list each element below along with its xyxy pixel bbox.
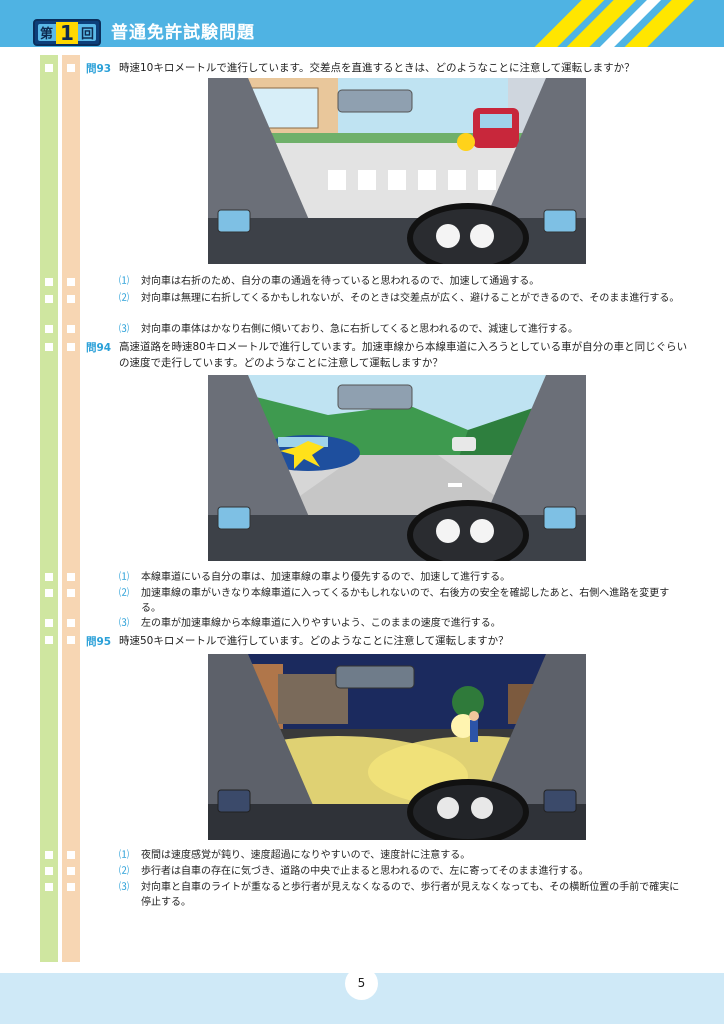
check-box[interactable]	[45, 295, 53, 303]
answer-option: ⑵加速車線の車がいきなり本線車道に入ってくるかもしれないので、右後方の安全を確認…	[119, 588, 670, 614]
check-column-2	[62, 55, 80, 962]
answer-option: ⑴夜間は速度感覚が鈍り、速度超過になりやすいので、速度計に注意する。	[119, 850, 471, 861]
check-box[interactable]	[67, 883, 75, 891]
check-box[interactable]	[67, 851, 75, 859]
scene-intersection-illustration	[208, 78, 586, 264]
question-label: 問95	[86, 636, 112, 648]
question-text: 時速10キロメートルで進行しています。交差点を直進するときは、どのようなことに注…	[119, 62, 635, 74]
check-box[interactable]	[67, 573, 75, 581]
check-box[interactable]	[45, 343, 53, 351]
answer-option: ⑶対向車と自車のライトが重なると歩行者が見えなくなるので、歩行者が見えなくなって…	[119, 882, 680, 908]
check-box[interactable]	[45, 325, 53, 333]
check-column-1	[40, 55, 58, 962]
page-number: 5	[345, 967, 378, 1000]
badge-number: 1	[56, 21, 78, 44]
check-box[interactable]	[67, 295, 75, 303]
answer-option: ⑶対向車の車体はかなり右側に傾いており、急に右折してくると思われるので、減速して…	[119, 324, 578, 335]
check-box[interactable]	[67, 867, 75, 875]
scene-intersection-image	[208, 78, 586, 264]
check-box[interactable]	[45, 867, 53, 875]
check-box[interactable]	[45, 636, 53, 644]
answer-option: ⑴本線車道にいる自分の車は、加速車線の車より優先するので、加速して進行する。	[119, 572, 511, 583]
answer-option: ⑵歩行者は自車の存在に気づき、道路の中央で止まると思われるので、左に寄ってそのま…	[119, 866, 589, 877]
answer-option: ⑴対向車は右折のため、自分の車の通過を待っていると思われるので、加速して通過する…	[119, 276, 540, 287]
scene-night-illustration	[208, 654, 586, 840]
check-box[interactable]	[67, 64, 75, 72]
check-box[interactable]	[67, 589, 75, 597]
question-text: 時速50キロメートルで進行しています。どのようなことに注意して運転しますか？	[119, 635, 509, 647]
answer-option: ⑶左の車が加速車線から本線車道に入りやすいよう、このままの速度で進行する。	[119, 618, 501, 629]
check-box[interactable]	[45, 278, 53, 286]
check-box[interactable]	[45, 619, 53, 627]
check-box[interactable]	[45, 851, 53, 859]
badge-prefix: 第	[40, 27, 54, 42]
check-box[interactable]	[67, 278, 75, 286]
check-box[interactable]	[67, 343, 75, 351]
badge-suffix: 回	[80, 27, 94, 42]
scene-highway-image	[208, 375, 586, 561]
question-label: 問94	[86, 342, 112, 354]
scene-night-image	[208, 654, 586, 840]
session-badge: 第 1 回	[33, 19, 101, 46]
check-box[interactable]	[45, 64, 53, 72]
check-box[interactable]	[67, 619, 75, 627]
check-box[interactable]	[67, 325, 75, 333]
scene-highway-illustration	[208, 375, 586, 561]
page-header: 第 1 回 普通免許試験問題	[0, 0, 724, 47]
check-box[interactable]	[45, 883, 53, 891]
page-title: 普通免許試験問題	[111, 23, 255, 43]
question-text: 高速道路を時速80キロメートルで進行しています。加速車線から本線車道に入ろうとし…	[119, 341, 688, 369]
answer-option: ⑵対向車は無理に右折してくるかもしれないが、そのときは交差点が広く、避けることが…	[119, 293, 680, 304]
question-label: 問93	[86, 63, 112, 75]
check-box[interactable]	[67, 636, 75, 644]
check-box[interactable]	[45, 589, 53, 597]
check-box[interactable]	[45, 573, 53, 581]
